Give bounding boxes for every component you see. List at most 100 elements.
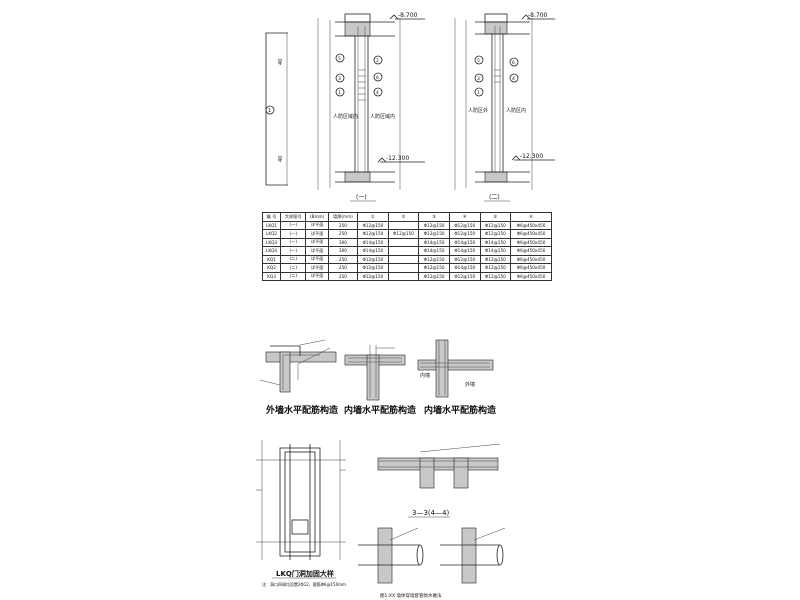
table-cell: Φ12@150 [448,220,481,230]
table-cell: Φ12@150 [448,229,481,239]
elevation-bottom-right: -12.300 [520,153,543,160]
opening-reinforcement-detail: LKQ门洞加固大样 注：洞口四周均设置2Φ12，箍筋Φ6@150mm [256,440,346,587]
svg-text:1: 1 [338,90,341,96]
table-cell: 300 [327,237,359,247]
elevation-top-right: -8.700 [528,12,548,19]
table-cell: Φ12@150 [357,263,389,273]
table-cell: Φ12@150 [448,254,481,264]
table-cell: Φ14@150 [357,237,389,247]
table-cell: Φ6@450x450 [510,263,552,273]
svg-text:4: 4 [376,90,379,96]
table-cell: (二) [280,271,307,281]
dim-label-upper: 40 [278,59,284,65]
table-cell: Φ12@150 [418,229,450,239]
elevation-bottom-left: -12.300 [386,155,409,162]
table-header-cell: ③ [418,212,450,222]
outer-wall-rebar-detail: 外墙水平配筋构造 [259,339,339,416]
caption-section-33: 3—3(4—4) [412,509,450,517]
opening-note: 注：洞口四周均设置2Φ12，箍筋Φ6@150mm [262,581,346,587]
table-header-cell: ② [387,212,420,222]
table-cell: KQ3 [261,271,282,281]
table-cell: Φ6@450x450 [510,254,552,264]
table-cell: Φ14@150 [418,237,450,247]
table-header-cell: ④ [448,212,481,222]
table-cell: LKQ4 [261,246,282,256]
table-header-cell: ⑥ [510,212,552,222]
table-cell: Φ12@150 [357,271,389,281]
table-cell: Φ12@150 [387,229,420,239]
table-cell: Φ14@150 [479,237,512,247]
svg-text:6: 6 [512,60,515,66]
table-cell: 250 [327,271,359,281]
section-mark-right: (二) [489,194,500,201]
table-cell: 详平面 [305,246,329,256]
table-cell: Φ12@150 [357,254,389,264]
svg-text:1: 1 [268,108,271,114]
table-cell [387,246,420,256]
table-header-cell: ① [357,212,389,222]
table-cell [387,263,420,273]
table-cell: Φ6@450x450 [510,246,552,256]
table-cell: (一) [280,229,307,239]
svg-text:5: 5 [338,56,341,62]
table-cell: Φ12@150 [418,263,450,273]
table-cell: LKQ2 [261,229,282,239]
table-cell: (二) [280,254,307,264]
section-mark-left: (一) [356,194,367,201]
table-cell: 300 [327,246,359,256]
bottom-note: 图1:XX 墙体穿墙套管防水做法 [380,592,442,599]
caption-inner-wall-2: 内墙水平配筋构造 [424,404,497,416]
table-cell: (一) [280,220,307,230]
table-cell: 250 [327,220,359,230]
wall-label-right-a: 人防区外 [468,107,488,114]
table-cell: (一) [280,246,307,256]
table-cell [387,237,420,247]
table-cell: 详平面 [305,254,329,264]
section-3-3-detail: 3—3(4—4) [377,443,501,518]
table-cell: Φ14@150 [448,246,481,256]
wall-label-left-b: 人防区域内 [370,113,395,120]
table-cell [387,220,420,230]
table-header-cell: ⑤ [479,212,512,222]
table-cell: 详平面 [305,271,329,281]
table-cell: 250 [327,229,359,239]
caption-inner-wall-1: 内墙水平配筋构造 [344,404,417,416]
table-header-cell: 大样图号 [280,212,307,222]
table-cell [387,271,420,281]
table-cell: Φ6@450x450 [510,220,552,230]
left-dimension-bracket: 1 40 40 [265,32,288,186]
table-cell: Φ12@150 [479,229,512,239]
table-cell: Φ14@150 [448,263,481,273]
svg-text:4: 4 [512,76,515,82]
wall-label-left-a: 人防区域内 [333,113,358,120]
table-cell: 详平面 [305,263,329,273]
table-cell: Φ12@150 [479,254,512,264]
svg-text:5: 5 [477,58,480,64]
svg-text:3: 3 [338,76,341,82]
table-cell [387,254,420,264]
pipe-sleeve-detail: 图1:XX 墙体穿墙套管防水做法 [358,527,506,599]
elevation-top-left: -8.700 [398,12,418,19]
table-cell: LKQ1 [261,220,282,230]
svg-text:1: 1 [477,90,480,96]
table-cell: KQ1 [261,254,282,264]
table-cell: LKQ3 [261,237,282,247]
table-cell: Φ12@150 [418,271,450,281]
table-cell: Φ12@150 [357,220,389,230]
table-cell: 详平面 [305,220,329,230]
table-header-cell: 墙厚(mm) [327,212,359,222]
table-header-cell: (Bmm) [305,212,329,222]
table-cell: 详平面 [305,229,329,239]
table-cell: Φ14@150 [418,246,450,256]
dim-label-lower: 40 [278,156,284,162]
